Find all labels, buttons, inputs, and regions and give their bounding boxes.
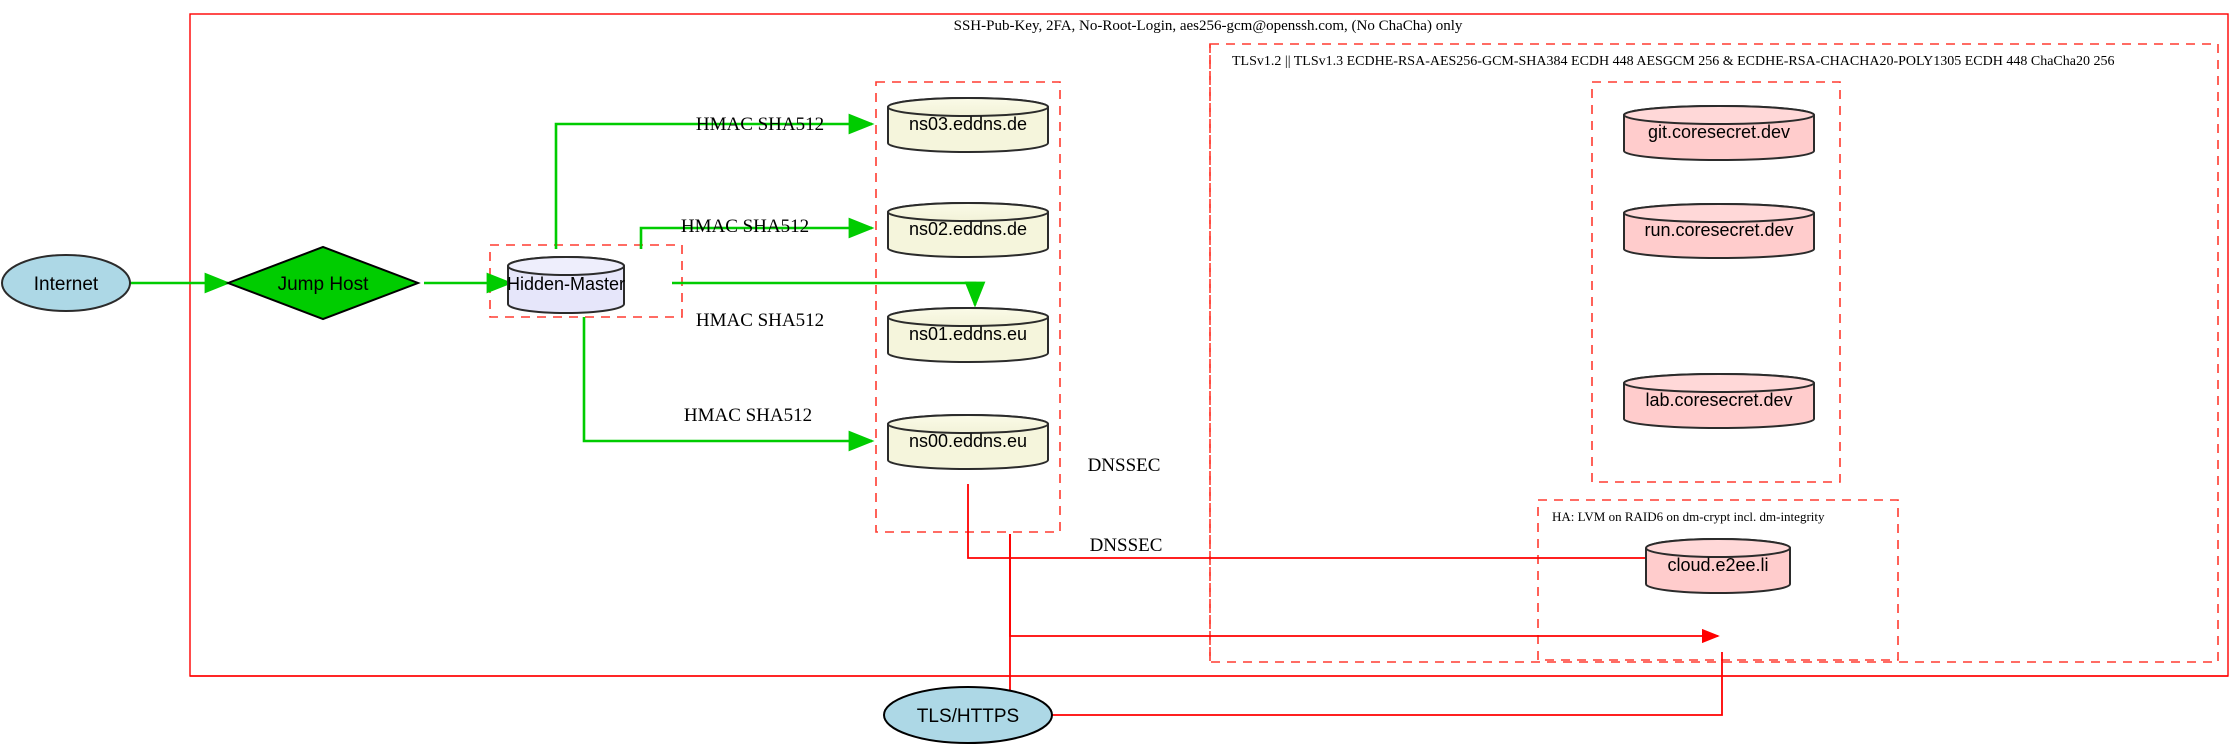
cluster-ha	[1537, 499, 1899, 661]
edge-label-hmac-ns00: HMAC SHA512	[684, 405, 812, 426]
edge-hm-ns01	[672, 281, 986, 308]
node-run-label: run.coresecret.dev	[1644, 220, 1793, 240]
node-jump-host[interactable]: Jump Host	[225, 245, 421, 321]
node-cloud-label: cloud.e2ee.li	[1667, 555, 1768, 575]
node-lab-coresecret[interactable]: lab.coresecret.dev	[1623, 373, 1815, 429]
edge-label-dnssec-1: DNSSEC	[1088, 455, 1161, 476]
edge-label-hmac-ns02: HMAC SHA512	[681, 216, 809, 237]
label-ssh-cluster: SSH-Pub-Key, 2FA, No-Root-Login, aes256-…	[954, 18, 1463, 34]
cluster-coresecret	[1591, 81, 1841, 483]
edge-tls-coresecret	[1052, 652, 1723, 716]
node-ns03-label: ns03.eddns.de	[909, 114, 1027, 134]
label-ha-cluster: HA: LVM on RAID6 on dm-crypt incl. dm-in…	[1552, 509, 1825, 524]
node-ns02[interactable]: ns02.eddns.de	[887, 202, 1049, 258]
node-lab-label: lab.coresecret.dev	[1645, 390, 1792, 410]
node-tls-https-label: TLS/HTTPS	[917, 706, 1019, 727]
node-ns01[interactable]: ns01.eddns.eu	[887, 307, 1049, 363]
node-tls-https[interactable]: TLS/HTTPS	[883, 686, 1053, 744]
node-ns02-label: ns02.eddns.de	[909, 219, 1027, 239]
edge-label-hmac-ns01: HMAC SHA512	[696, 310, 824, 331]
cluster-hidden-master	[489, 244, 683, 318]
node-ns00-label: ns00.eddns.eu	[909, 431, 1027, 451]
edge-dnssec-1	[967, 484, 1720, 566]
node-hidden-master-label: Hidden-Master	[507, 274, 625, 294]
label-tls-cluster: TLSv1.2 || TLSv1.3 ECDHE-RSA-AES256-GCM-…	[1232, 54, 2114, 69]
node-git-label: git.coresecret.dev	[1648, 122, 1790, 142]
node-ns01-label: ns01.eddns.eu	[909, 324, 1027, 344]
node-cloud-e2ee[interactable]: cloud.e2ee.li	[1645, 538, 1791, 594]
node-run-coresecret[interactable]: run.coresecret.dev	[1623, 203, 1815, 259]
node-hidden-master[interactable]: Hidden-Master	[507, 256, 625, 314]
node-ns03[interactable]: ns03.eddns.de	[887, 97, 1049, 153]
edge-hm-ns02	[639, 217, 875, 249]
node-git-coresecret[interactable]: git.coresecret.dev	[1623, 105, 1815, 161]
node-ns00[interactable]: ns00.eddns.eu	[887, 414, 1049, 470]
edge-hm-ns00	[582, 317, 875, 452]
node-jump-host-label: Jump Host	[278, 274, 370, 295]
edge-hm-ns03	[554, 113, 875, 249]
node-internet[interactable]: Internet	[1, 254, 131, 312]
node-internet-label: Internet	[34, 274, 99, 295]
cluster-tls	[1209, 43, 2219, 663]
edge-label-hmac-ns03: HMAC SHA512	[696, 114, 824, 135]
cluster-ssh-outer	[189, 13, 2229, 677]
edge-label-dnssec-2: DNSSEC	[1090, 535, 1163, 556]
